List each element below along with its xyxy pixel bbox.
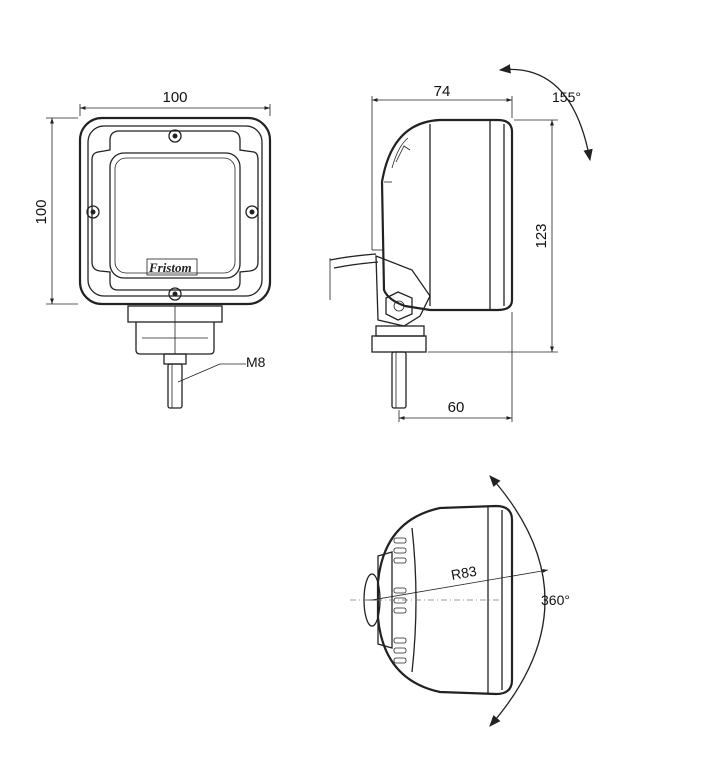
tilt-angle-indicator: 155° xyxy=(498,64,593,162)
front-lens-inner xyxy=(114,157,236,274)
side-bolt xyxy=(391,351,407,409)
screw-bottom-head xyxy=(172,291,178,297)
bracket-base xyxy=(371,335,427,353)
side-height-dimension: 123 xyxy=(428,119,558,353)
bracket-pivot xyxy=(393,300,405,312)
front-housing-outline xyxy=(78,116,272,306)
tilt-angle-label: 155° xyxy=(552,89,581,105)
side-mount-dimension: 60 xyxy=(398,312,513,422)
bracket-hex-nut xyxy=(385,291,413,321)
screw-top xyxy=(168,129,182,143)
cable-top xyxy=(329,253,377,261)
screw-left xyxy=(86,205,100,219)
thread-label: M8 xyxy=(246,354,266,370)
side-housing xyxy=(380,118,514,312)
width-dim-label: 100 xyxy=(162,89,187,106)
bottom-view: R83 360° xyxy=(350,475,570,727)
front-view: Fristom 100 xyxy=(33,89,272,409)
mount-depth-label: 60 xyxy=(448,399,465,416)
front-bezel xyxy=(91,130,259,291)
side-highlight xyxy=(391,137,409,169)
bolt-nut xyxy=(163,353,187,365)
bracket-arm xyxy=(375,255,431,327)
bracket-foot xyxy=(375,325,425,337)
front-screws xyxy=(86,129,259,301)
bottom-cooling-fins xyxy=(393,537,407,664)
radius-line xyxy=(371,569,549,601)
depth-dim-label: 74 xyxy=(434,83,451,100)
logo-plate xyxy=(146,258,198,276)
radius-label: R83 xyxy=(450,563,478,583)
brand-logo: Fristom xyxy=(148,260,192,275)
side-bracket xyxy=(371,255,431,409)
bottom-housing xyxy=(376,504,514,696)
front-bracket xyxy=(127,305,223,409)
screw-right-head xyxy=(249,209,255,215)
rotation-arc xyxy=(489,475,546,727)
rotation-angle-label: 360° xyxy=(541,592,570,608)
side-vent xyxy=(395,145,411,163)
side-height-label: 123 xyxy=(533,223,550,248)
screw-right xyxy=(245,205,259,219)
front-lens xyxy=(109,152,241,279)
bolt-shaft xyxy=(167,363,183,409)
side-view: 74 123 60 155° xyxy=(329,64,593,422)
screw-bottom xyxy=(168,287,182,301)
screw-left-head xyxy=(90,209,96,215)
side-depth-dimension: 74 xyxy=(371,83,513,250)
thread-callout: M8 xyxy=(177,354,266,383)
tilt-arc xyxy=(498,64,593,162)
cable-bottom xyxy=(333,261,379,269)
height-dim-label: 100 xyxy=(33,199,50,224)
screw-top-head xyxy=(172,133,178,139)
front-height-dimension: 100 xyxy=(33,117,78,305)
front-width-dimension: 100 xyxy=(79,89,271,116)
